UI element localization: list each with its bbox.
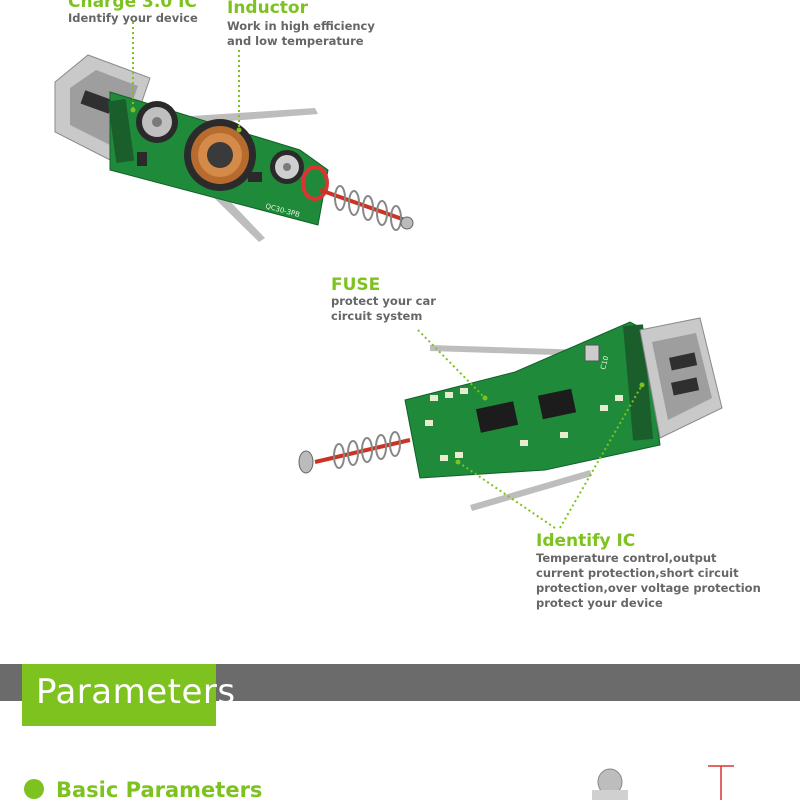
inductor-desc-line-2: and low temperature <box>227 34 364 48</box>
fuse-desc-line-2: circuit system <box>331 309 423 323</box>
inductor-desc-line-1: Work in high efficiency <box>227 19 375 33</box>
parameters-tab <box>22 664 216 726</box>
parameters-title: Parameters <box>36 672 236 712</box>
identify-ic-desc-line-2: current protection,short circuit <box>536 566 739 580</box>
identify-ic-title: Identify IC <box>536 531 636 551</box>
inductor-desc: Work in high efficiency and low temperat… <box>227 19 375 49</box>
bottom-pcb-assembly: C10 <box>298 317 723 511</box>
inductor-title: Inductor <box>227 0 308 18</box>
identify-ic-desc-line-1: Temperature control,output <box>536 551 717 565</box>
identify-ic-desc-line-4: protect your device <box>536 596 663 610</box>
bottom-board-marking: C10 <box>599 355 610 370</box>
charge-ic-desc: Identify your device <box>68 11 198 26</box>
identify-ic-desc: Temperature control,output current prote… <box>536 551 761 611</box>
bullet-icon <box>24 779 44 799</box>
top-pcb-assembly: QC30-3PB <box>54 54 414 242</box>
fuse-desc: protect your car circuit system <box>331 294 436 324</box>
charge-ic-desc-line-1: Identify your device <box>68 11 198 25</box>
charge-ic-title: Charge 3.0 IC <box>68 0 197 12</box>
fuse-title: FUSE <box>331 275 381 295</box>
dimension-drawing-partial <box>592 765 734 800</box>
identify-ic-desc-line-3: protection,over voltage protection <box>536 581 761 595</box>
basic-parameters-heading: Basic Parameters <box>56 778 263 802</box>
fuse-desc-line-1: protect your car <box>331 294 436 308</box>
